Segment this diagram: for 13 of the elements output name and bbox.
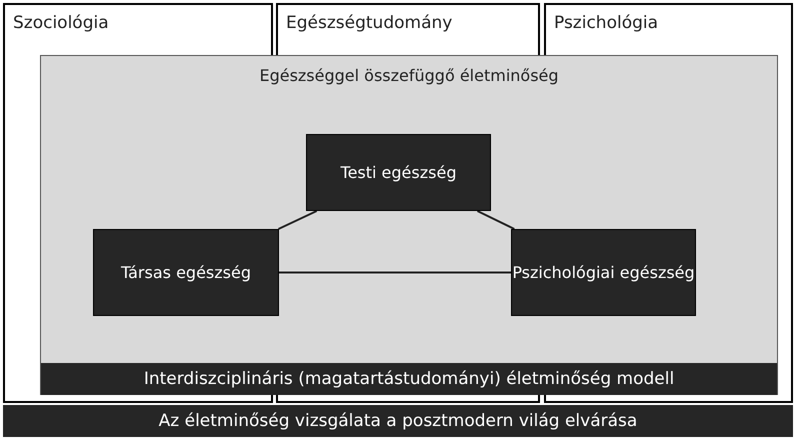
quality-of-life-panel	[40, 55, 778, 395]
component-box: Pszichológiai egészség	[511, 229, 696, 316]
footer-bar: Az életminőség vizsgálata a posztmodern világ elvárása	[3, 405, 793, 437]
model-bar: Interdiszciplináris (magatartástudományi) életminőség modell	[41, 363, 777, 395]
discipline-column: Szociológia	[3, 3, 273, 55]
component-box: Társas egészség	[93, 229, 279, 316]
connector-line	[476, 210, 515, 230]
discipline-column: Pszichológia	[544, 3, 793, 55]
connector-line	[278, 210, 318, 230]
panel-title: Egészséggel összefüggő életminőség	[258, 66, 560, 85]
connector-line	[279, 272, 511, 274]
component-box: Testi egészség	[306, 134, 491, 211]
discipline-column: Egészségtudomány	[276, 3, 540, 55]
